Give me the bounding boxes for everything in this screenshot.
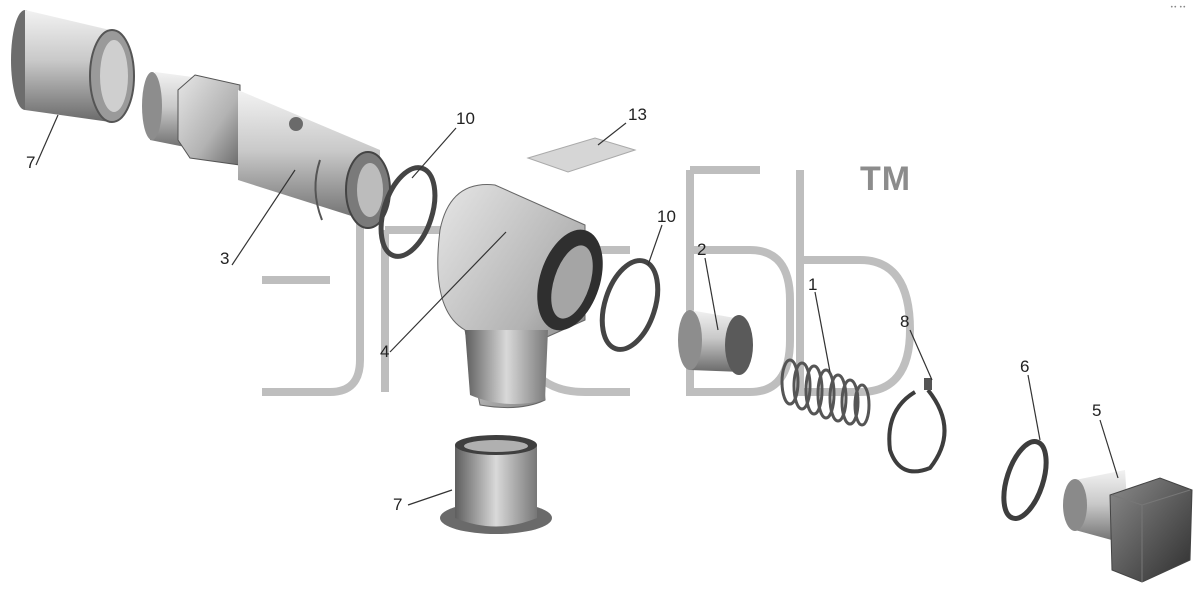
callout-6: 6	[1020, 357, 1030, 376]
part-4-elbow	[437, 184, 603, 409]
callout-1: 1	[808, 275, 818, 294]
part-10-oring-right	[599, 258, 661, 352]
trademark-mark: TM	[860, 160, 912, 198]
leader-8	[909, 329, 933, 381]
callout-7-bottom: 7	[393, 495, 403, 514]
leader-1	[814, 291, 831, 373]
callout-5: 5	[1092, 401, 1102, 420]
part-6-washer	[1001, 439, 1049, 521]
part-2-sleeve	[678, 310, 753, 375]
part-10-oring-left	[378, 165, 438, 259]
part-3-fitting	[142, 72, 391, 229]
part-7-bottom-bushing	[440, 435, 552, 534]
part-8-snap-ring	[887, 378, 947, 474]
corner-mark: •• ••	[1170, 4, 1187, 11]
callout-8: 8	[900, 312, 910, 331]
leader-3	[231, 169, 296, 266]
callout-3: 3	[220, 249, 230, 268]
part-1-spring	[780, 358, 871, 427]
leader-7-top	[35, 114, 59, 166]
callout-4: 4	[380, 342, 390, 361]
leader-7-bottom	[407, 489, 453, 506]
callout-2: 2	[697, 240, 707, 259]
callout-10-left: 10	[456, 109, 475, 128]
leader-4	[389, 231, 507, 353]
callout-13: 13	[628, 105, 647, 124]
leader-lines	[35, 114, 1119, 506]
callout-10-right: 10	[657, 207, 676, 226]
part-5-plug	[1063, 470, 1193, 583]
leader-10-left	[411, 127, 457, 179]
leader-13	[597, 122, 627, 146]
leader-5	[1099, 419, 1119, 479]
leader-6	[1027, 374, 1041, 441]
callout-7-top: 7	[26, 153, 36, 172]
leader-10-right	[647, 224, 663, 266]
part-7-top-bushing	[11, 10, 135, 123]
part-13-gasket	[526, 137, 637, 173]
leader-2	[704, 257, 719, 331]
